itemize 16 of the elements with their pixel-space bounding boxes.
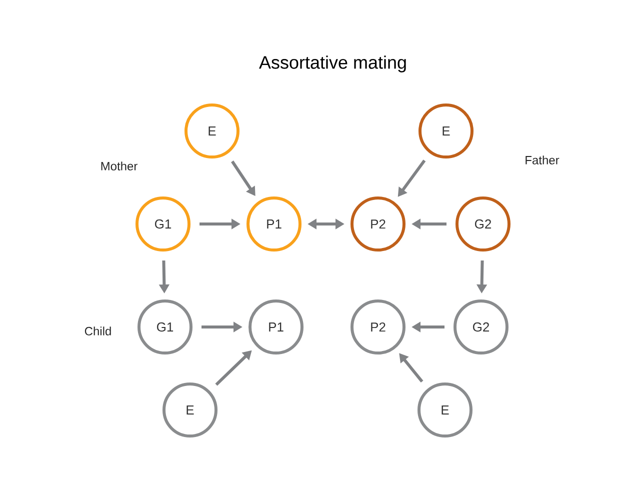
row-label: Mother bbox=[101, 162, 138, 170]
circle-node: P2 bbox=[350, 196, 406, 252]
title: Assortative mating bbox=[259, 56, 406, 72]
row-label: Father bbox=[526, 156, 560, 164]
circle-node: G1 bbox=[136, 196, 190, 252]
circle-node: E bbox=[162, 382, 218, 438]
row-label: Child bbox=[84, 326, 111, 336]
circle-node: G1 bbox=[138, 300, 192, 354]
circle-node: P1 bbox=[248, 300, 304, 354]
circle-node: E bbox=[418, 382, 472, 438]
circle-node: E bbox=[184, 104, 240, 158]
circle-node: P1 bbox=[246, 196, 302, 252]
circle-node: E bbox=[418, 104, 474, 158]
circle-node: P2 bbox=[350, 300, 406, 354]
circle-node: G2 bbox=[456, 196, 510, 252]
circle-node: G2 bbox=[454, 300, 508, 354]
